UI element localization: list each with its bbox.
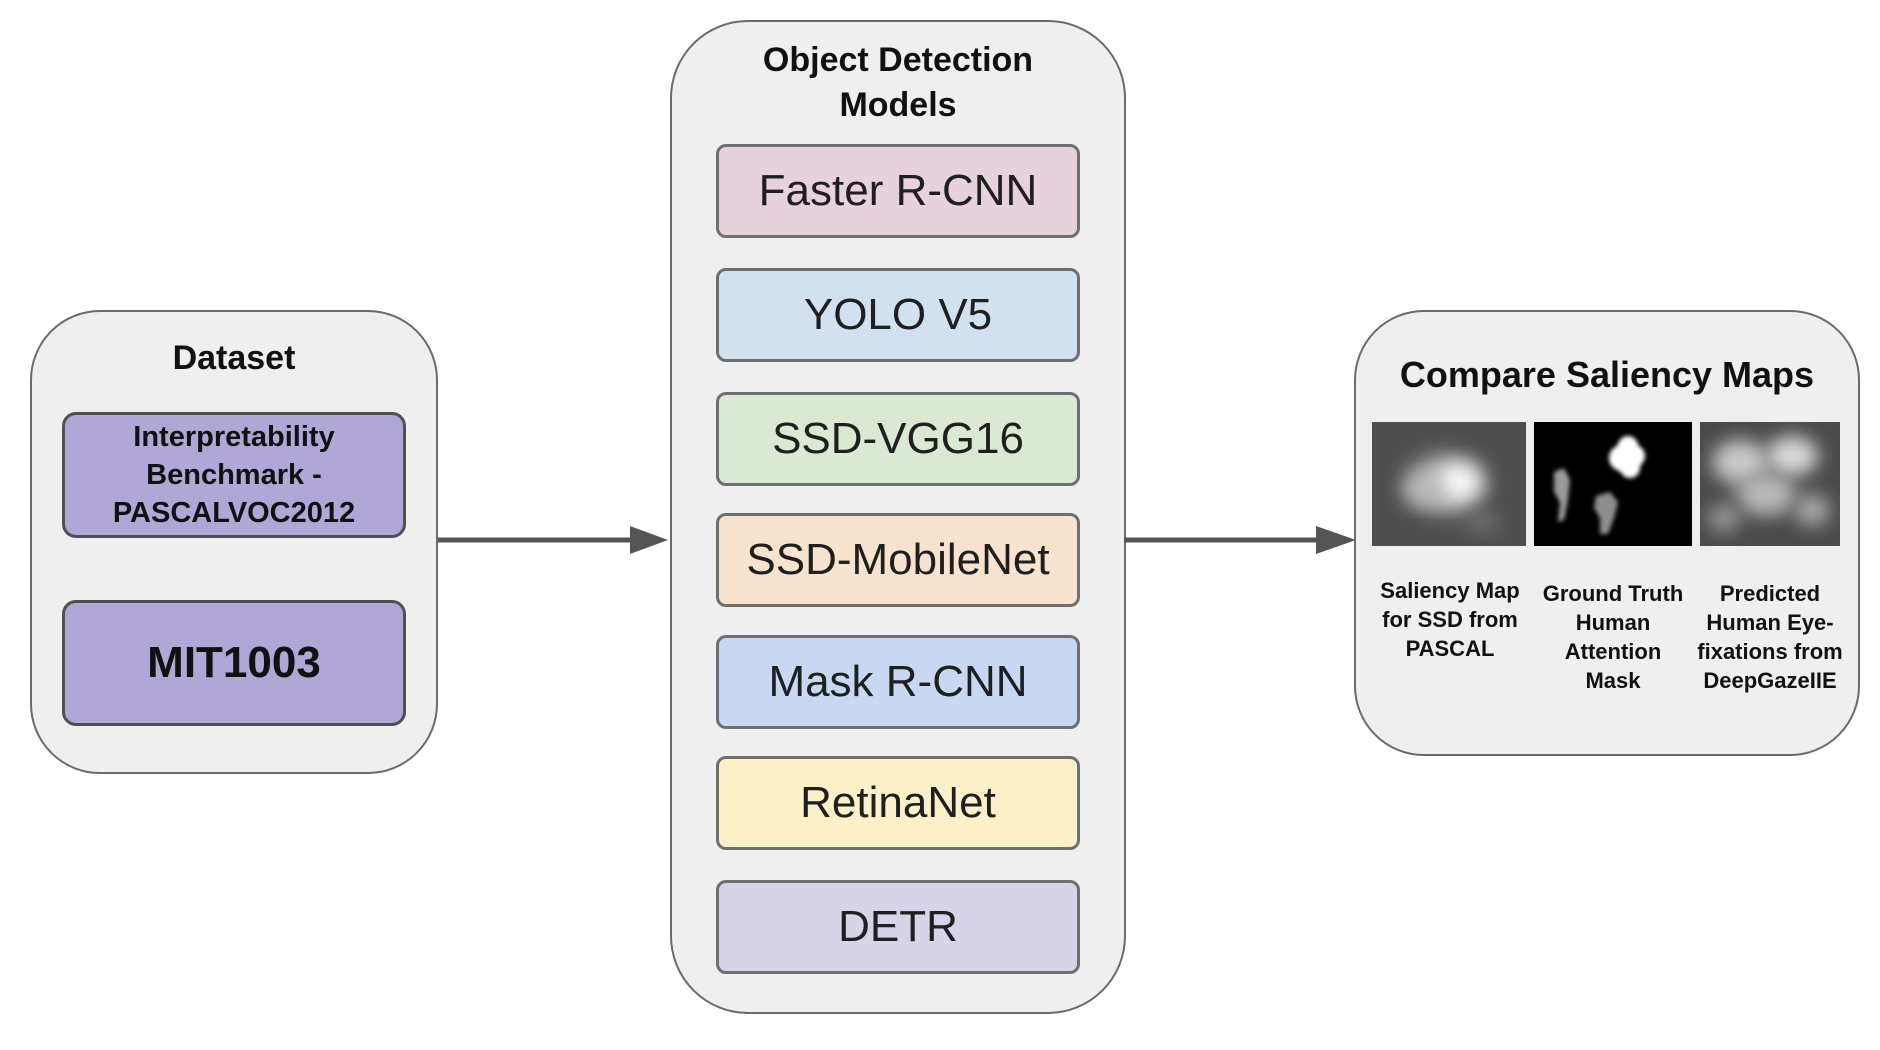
model-label: SSD-VGG16 <box>772 414 1024 463</box>
model-yolo-v5: YOLO V5 <box>716 268 1080 362</box>
predicted-eye-fixations-caption: Predicted Human Eye-fixations from DeepG… <box>1697 581 1843 693</box>
dataset-title: Dataset <box>172 339 296 377</box>
model-label: RetinaNet <box>800 778 996 827</box>
model-label: YOLO V5 <box>803 290 993 339</box>
models-title: Object Detection Models <box>762 41 1034 124</box>
compare-panel: Compare Saliency Maps <box>1354 310 1860 756</box>
model-label: Mask R-CNN <box>768 657 1028 706</box>
dataset-item-label: Interpretability Benchmark - PASCALVOC20… <box>112 421 356 529</box>
arrow-dataset-to-models <box>438 526 668 554</box>
dataset-item-label: MIT1003 <box>147 638 321 687</box>
model-faster-rcnn: Faster R-CNN <box>716 144 1080 238</box>
model-label: SSD-MobileNet <box>746 535 1050 584</box>
model-label: Faster R-CNN <box>758 166 1038 215</box>
dataset-panel: Dataset Interpretability Benchmark - PAS… <box>30 310 438 774</box>
predicted-eye-fixations-image <box>1700 422 1840 546</box>
ground-truth-mask-caption: Ground Truth Human Attention Mask <box>1542 581 1684 693</box>
dataset-item-mit1003: MIT1003 <box>62 600 406 726</box>
dataset-item-pascalvoc: Interpretability Benchmark - PASCALVOC20… <box>62 412 406 538</box>
ground-truth-mask-image <box>1534 422 1692 546</box>
model-ssd-mobilenet: SSD-MobileNet <box>716 513 1080 607</box>
compare-title: Compare Saliency Maps <box>1399 354 1815 395</box>
model-label: DETR <box>838 902 958 951</box>
arrow-models-to-compare <box>1124 526 1356 554</box>
model-ssd-vgg16: SSD-VGG16 <box>716 392 1080 486</box>
model-retinanet: RetinaNet <box>716 756 1080 850</box>
saliency-map-ssd-caption: Saliency Map for SSD from PASCAL <box>1380 578 1520 661</box>
models-panel: Object Detection Models Faster R-CNN YOL… <box>670 20 1126 1014</box>
model-detr: DETR <box>716 880 1080 974</box>
saliency-map-ssd-image <box>1372 422 1526 546</box>
model-mask-rcnn: Mask R-CNN <box>716 635 1080 729</box>
